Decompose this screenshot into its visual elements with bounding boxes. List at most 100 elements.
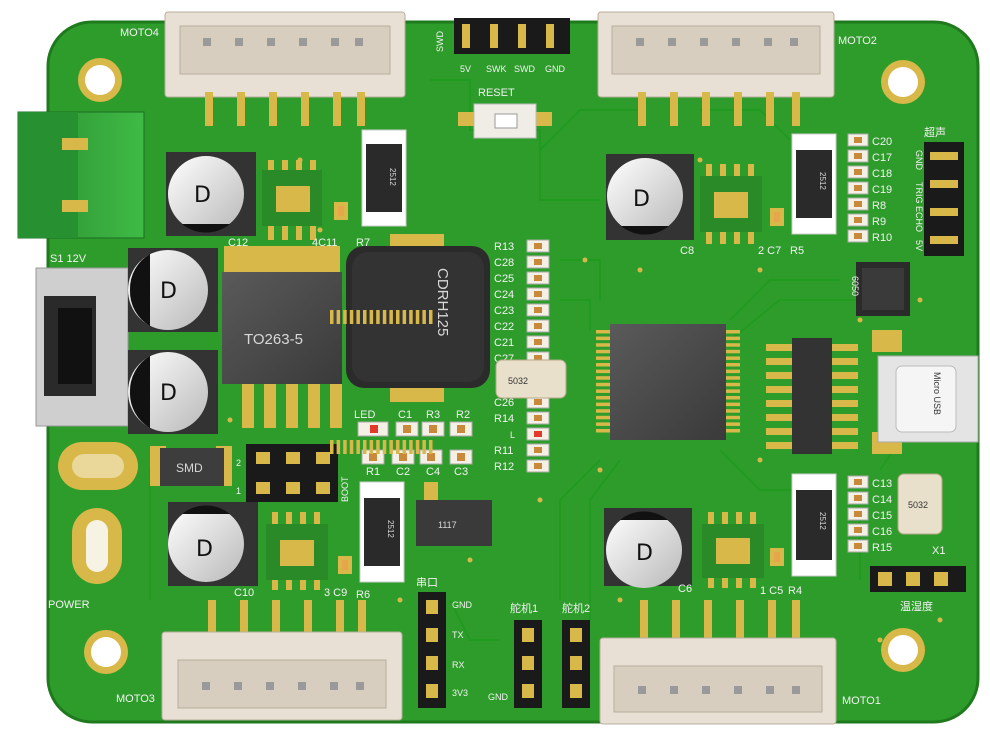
mounting-holes [78,58,925,674]
cap-marking: D [160,279,177,304]
sense-resistor-r4: 2512 R4 [788,473,837,597]
c23-label: C23 [494,305,514,317]
swd-title: SWD [435,31,445,52]
micro-usb-port: Micro USB [872,330,979,454]
electrolytic-cap-left-top: D [128,248,218,332]
x1-label: X1 [932,545,945,557]
regulator-package-label: TO263-5 [244,331,303,348]
c13-label: C13 [872,478,892,490]
serial-pin-gnd: GND [452,600,473,610]
led-status-row: LED C1 R3 R2 R1 C2 C4 C3 [354,409,473,478]
c26-label: C26 [494,397,514,409]
c24-label: C24 [494,289,514,301]
c28-label: C28 [494,257,514,269]
r7-label: R7 [356,237,370,249]
led2-label: L [510,430,515,440]
crystal-x1: 5032 X1 [897,473,945,557]
r1-label: R1 [366,466,380,478]
c14-label: C14 [872,494,892,506]
cap-marking: D [636,541,653,566]
c2-label: C2 [396,466,410,478]
ultrasonic-pin-echo: ECHO [914,206,924,232]
c5-label: 1 C5 [760,585,783,597]
moto4-connector: MOTO4 [120,11,406,126]
sense-resistor-r6: 2512 R6 [356,481,405,601]
c6-label: C6 [678,583,692,595]
ultrasonic-header: 超声 GND TRIG ECHO 5V [914,125,964,256]
temp-humidity-label: 温湿度 [900,599,933,613]
power-switch: S1 12V [35,253,129,427]
resistor-marking: 2512 [818,512,827,530]
crystal-x1-label: 5032 [908,500,928,510]
boot-label: BOOT [340,476,350,502]
r5-label: R5 [790,245,804,257]
cap-marking: D [633,187,650,212]
ultrasonic-pin-gnd: GND [914,150,924,171]
electrolytic-cap-left-bottom: D [128,350,218,434]
reset-label: RESET [478,87,515,99]
r15-label: R15 [872,542,892,554]
power-label: POWER [48,599,90,611]
serial-title: 串口 [416,576,438,589]
ldo-regulator: 1117 [416,482,492,546]
boot-header: 2 1 BOOT [236,444,350,502]
swd-pin-gnd: GND [545,64,566,74]
serial-pin-3v3: 3V3 [452,688,468,698]
boot-pin2-label: 2 [236,458,241,468]
moto1-label: MOTO1 [842,695,881,707]
resistor-marking: 2512 [818,172,827,190]
electrolytic-cap-c12: D C12 [166,152,256,249]
c25-label: C25 [494,273,514,285]
c20-label: C20 [872,136,892,148]
c3-label: C3 [454,466,468,478]
c11-label: 4C11 [312,237,337,249]
main-crystal: 5032 [495,359,567,399]
r14-label: R14 [494,413,514,425]
cap-column-upper-right: C20 C17 C18 C19 R8 R9 R10 [847,133,892,244]
ultrasonic-pin-trig: TRIG [914,182,924,204]
svg-text:1117: 1117 [438,520,457,530]
c18-label: C18 [872,168,892,180]
cap-marking: D [196,537,213,562]
c15-label: C15 [872,510,892,522]
c4-label: C4 [426,466,440,478]
c19-label: C19 [872,184,892,196]
power-jack: POWER [48,442,138,611]
electrolytic-cap-c10: D C10 [168,502,258,599]
r13-label: R13 [494,241,514,253]
inductor-label: CDRH125 [434,268,451,336]
swd-pin-5v: 5V [460,64,471,74]
smd-driver-top-right: 2 C7 [700,164,781,257]
servo2-header: 舵机2 [562,601,590,708]
boot-pin1-label: 1 [236,486,241,496]
c16-label: C16 [872,526,892,538]
servo2-label: 舵机2 [562,601,590,615]
reset-button-component: RESET [458,87,552,139]
diode-label: SMD [176,461,203,475]
smd-diode: SMD [150,446,232,486]
servo1-header: 舵机1 GND [488,601,542,708]
c8-label: C8 [680,245,694,257]
r6-label: R6 [356,589,370,601]
moto3-connector: MOTO3 [116,600,403,721]
c10-label: C10 [234,587,254,599]
r9-label: R9 [872,216,886,228]
moto2-label: MOTO2 [838,35,877,47]
cap-marking: D [160,381,177,406]
regulator-to263: TO263-5 [222,246,342,428]
servo-gnd-label: GND [488,692,509,702]
ultrasonic-pin-5v: 5V [914,240,924,251]
moto2-connector: MOTO2 [597,11,877,126]
crystal-main-label: 5032 [508,376,528,386]
electrolytic-cap-c6: D C6 [604,508,692,595]
r3-label: R3 [426,409,440,421]
mcu-qfp64 [330,310,740,454]
r4-label: R4 [788,585,802,597]
cap-column-lower-right: C13 C14 C15 C16 R15 [847,475,892,554]
imu-label: 6050 [850,276,860,296]
resistor-marking: 2512 [386,520,395,538]
serial-pin-rx: RX [452,660,465,670]
resistor-marking: 2512 [388,168,397,186]
r11-label: R11 [494,445,513,457]
